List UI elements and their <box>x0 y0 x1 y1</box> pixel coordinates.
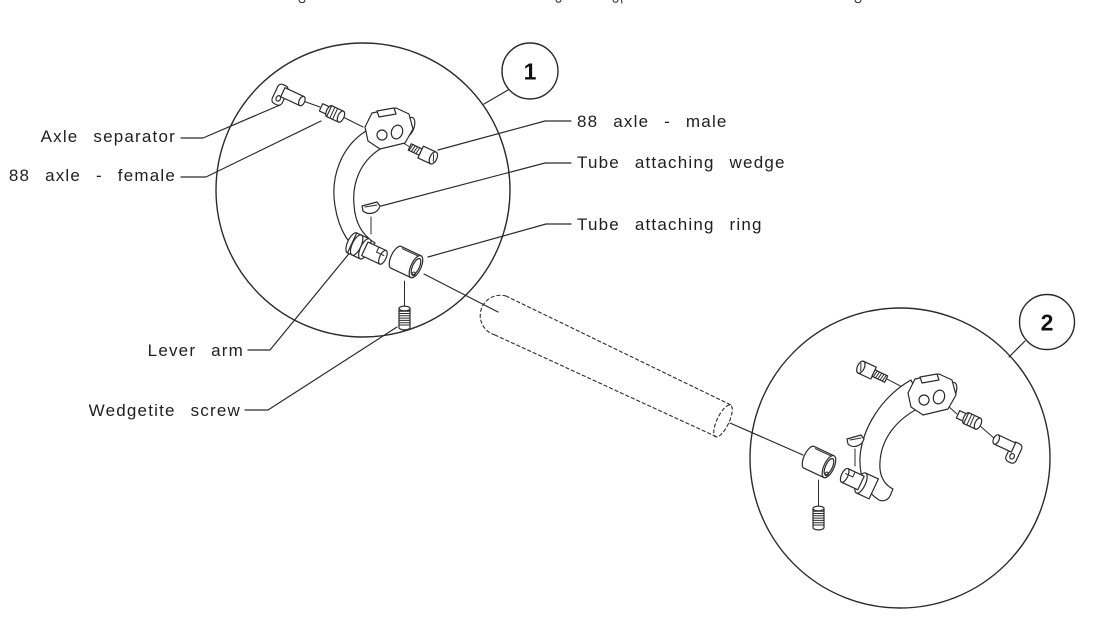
callout-tube-attaching-wedge: Tube attaching wedge <box>577 153 786 172</box>
callout-axle-separator: Axle separator <box>41 127 176 146</box>
detail-badge-2-number: 2 <box>1041 310 1054 336</box>
axle-female-part <box>318 103 346 123</box>
leader-ring <box>427 223 572 258</box>
detail-badge-1: 1 <box>483 42 559 105</box>
detail-1-assembly <box>271 83 439 331</box>
wedgetite-screw-part <box>398 280 411 331</box>
tube-dashed-outline <box>423 273 804 456</box>
tube-attaching-wedge-part <box>361 201 381 235</box>
tube-attaching-wedge-part-2 <box>846 434 865 467</box>
leader-wedge <box>380 162 572 207</box>
callout-axle-female: 88 axle - female <box>9 166 176 185</box>
detail-circle-2 <box>749 307 1051 609</box>
leader-axle-separator <box>180 104 281 139</box>
detail-badge-2: 2 <box>1008 293 1076 358</box>
axle-male-part <box>407 143 439 165</box>
detail-2-assembly <box>801 360 1023 531</box>
cropped-text-fragments <box>298 0 862 4</box>
lever-arm-part <box>333 107 416 265</box>
callout-lever-arm: Lever arm <box>148 341 244 360</box>
callout-axle-male: 88 axle - male <box>577 112 728 131</box>
tube-attaching-ring-part <box>388 245 424 279</box>
axle-separator-part <box>271 83 306 107</box>
leader-wedgetite <box>244 326 398 411</box>
axle-male-part-2 <box>856 360 889 383</box>
leader-lines <box>180 104 572 411</box>
callout-wedgetite-screw: Wedgetite screw <box>89 401 241 420</box>
detail-badge-1-number: 1 <box>524 59 537 85</box>
axle-female-part-2 <box>955 410 983 430</box>
callout-tube-attaching-ring: Tube attaching ring <box>577 215 763 234</box>
tube-attaching-ring-part-2 <box>801 445 837 479</box>
lever-arm-part-2 <box>839 373 958 502</box>
callout-labels: Axle separator 88 axle - female 88 axle … <box>9 112 786 420</box>
detail-circle-1 <box>215 42 511 338</box>
axle-separator-part-2 <box>992 434 1023 464</box>
leader-axle-male <box>437 120 572 151</box>
wedgetite-screw-part-2 <box>812 479 825 531</box>
leader-axle-female <box>180 120 322 178</box>
leader-lever-arm <box>247 249 353 351</box>
